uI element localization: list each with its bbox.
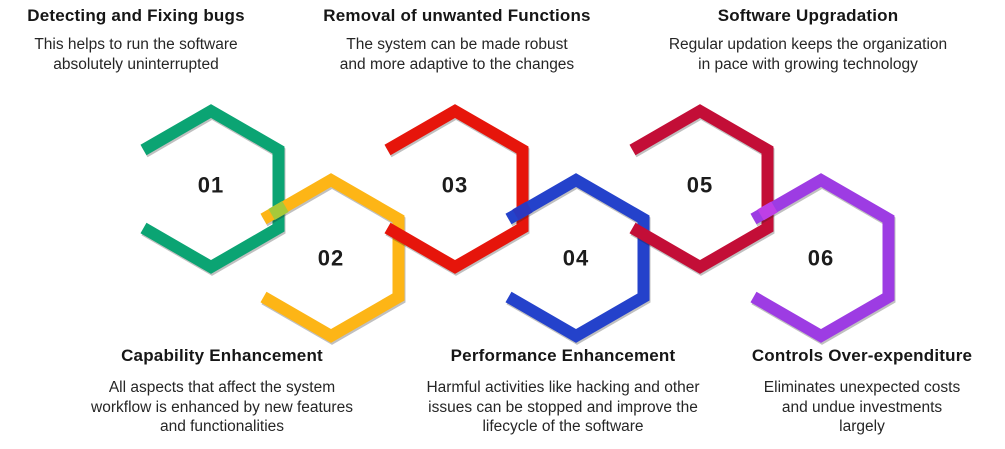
callout-detecting-and-fixing-bugs: Detecting and Fixing bugs This helps to … — [16, 6, 256, 74]
callout-capability-enhancement: Capability Enhancement All aspects that … — [72, 346, 372, 437]
hexagon-06-outline — [750, 173, 895, 343]
callout-description: This helps to run the software absolutel… — [34, 36, 238, 73]
callout-title: Detecting and Fixing bugs — [27, 6, 245, 25]
hexagon-overlap-patch — [512, 201, 533, 221]
hexagon-overlap-patch — [268, 201, 289, 220]
hexagon-01-outline — [140, 104, 285, 274]
callout-title: Performance Enhancement — [450, 346, 676, 365]
callout-description: All aspects that affect the system workf… — [91, 379, 353, 436]
hexagon-01-number: 01 — [198, 173, 224, 198]
callout-description: Harmful activities like hacking and othe… — [426, 379, 700, 436]
callout-title: Software Upgradation — [717, 6, 899, 25]
hexagon-04-number: 04 — [563, 246, 589, 271]
hexagon-02-outline — [260, 173, 405, 343]
callout-title: Capability Enhancement — [121, 346, 323, 365]
hexagon-05-number: 05 — [687, 173, 713, 198]
hexagon-overlap-patch — [757, 201, 778, 221]
callout-description: Regular updation keeps the organization … — [668, 36, 948, 73]
hexagon-06-number: 06 — [808, 246, 834, 271]
hexagon-05-outline — [629, 104, 774, 274]
callout-software-upgradation: Software Upgradation Regular updation ke… — [643, 6, 973, 74]
callout-title: Removal of unwanted Functions — [323, 6, 591, 25]
callout-description: Eliminates unexpected costs and undue in… — [763, 379, 961, 436]
callout-performance-enhancement: Performance Enhancement Harmful activiti… — [397, 346, 729, 437]
callout-title: Controls Over-expenditure — [751, 346, 973, 365]
callout-removal-of-unwanted-functions: Removal of unwanted Functions The system… — [317, 6, 597, 74]
callout-description: The system can be made robust and more a… — [339, 36, 575, 73]
hexagon-03-outline — [384, 104, 529, 274]
hexagon-04-outline — [505, 173, 650, 343]
hexagon-03-number: 03 — [442, 173, 468, 198]
hexagon-02-number: 02 — [318, 246, 344, 271]
callout-controls-over-expenditure: Controls Over-expenditure Eliminates une… — [736, 346, 988, 437]
